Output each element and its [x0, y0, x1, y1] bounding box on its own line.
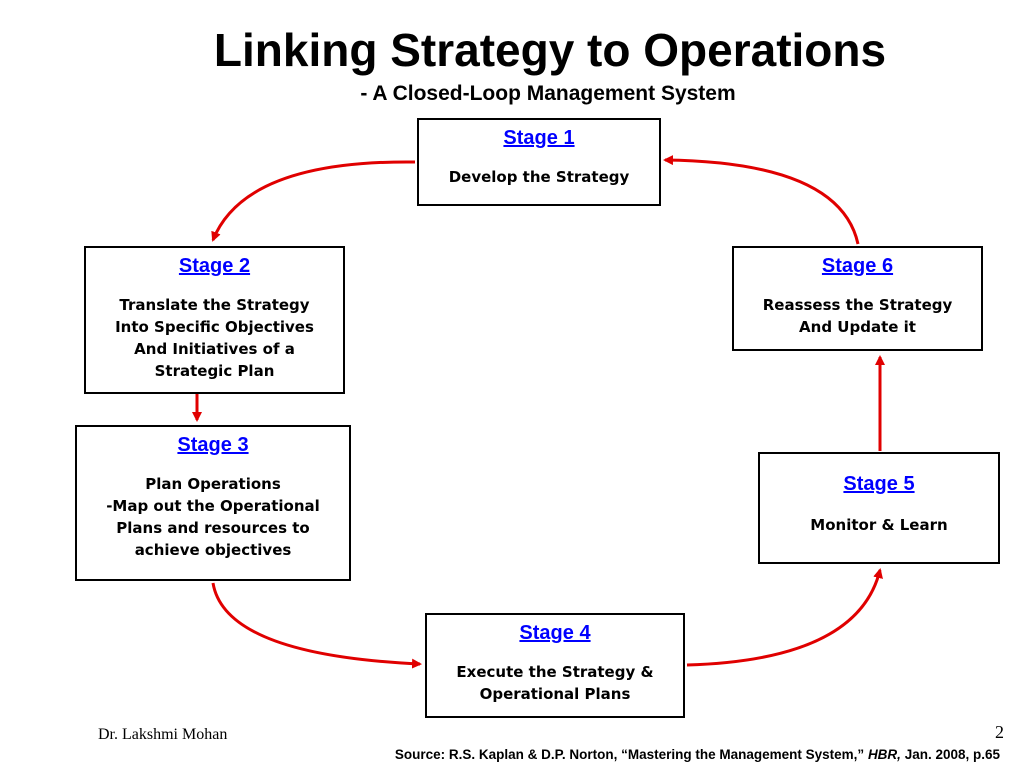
stage-4-description: Execute the Strategy & Operational Plans — [456, 663, 654, 703]
stage-5-title[interactable]: Stage 5 — [843, 473, 915, 495]
source-citation-suffix: Jan. 2008, p.65 — [900, 747, 1000, 762]
page-number: 2 — [995, 722, 1004, 742]
stage-5-box: Stage 5 Monitor & Learn — [758, 452, 1000, 564]
source-citation-prefix: Source: R.S. Kaplan & D.P. Norton, “Mast… — [394, 747, 868, 762]
arrow-stage-3-to-stage-4 — [211, 582, 422, 669]
stage-3-description: Plan Operations -Map out the Operational… — [106, 475, 320, 559]
slide-title: Linking Strategy to Operations — [213, 24, 887, 76]
stage-5-description: Monitor & Learn — [810, 516, 948, 534]
source-citation-journal: HBR, — [867, 747, 901, 762]
stage-6-box: Stage 6 Reassess the Strategy And Update… — [732, 246, 983, 351]
arrow-stage-4-to-stage-5 — [686, 568, 883, 667]
stage-1-box: Stage 1 Develop the Strategy — [417, 118, 661, 206]
stage-3-box: Stage 3 Plan Operations -Map out the Ope… — [75, 425, 351, 581]
stage-1-description: Develop the Strategy — [448, 168, 630, 186]
stage-4-title[interactable]: Stage 4 — [519, 622, 591, 644]
author-name: Dr. Lakshmi Mohan — [98, 726, 228, 743]
stage-3-title[interactable]: Stage 3 — [177, 434, 249, 456]
arrow-stage-1-to-stage-2 — [211, 160, 416, 242]
arrow-stage-6-to-stage-1 — [663, 155, 860, 245]
slide-subtitle: - A Closed-Loop Management System — [360, 82, 736, 105]
stage-6-description: Reassess the Strategy And Update it — [762, 296, 953, 336]
stage-4-box: Stage 4 Execute the Strategy & Operation… — [425, 613, 685, 718]
stage-2-box: Stage 2 Translate the Strategy Into Spec… — [84, 246, 345, 394]
source-citation: Source: R.S. Kaplan & D.P. Norton, “Mast… — [395, 746, 1000, 764]
stage-2-description: Translate the Strategy Into Specific Obj… — [115, 296, 314, 380]
stage-1-title[interactable]: Stage 1 — [503, 127, 575, 149]
stage-6-title[interactable]: Stage 6 — [821, 255, 894, 277]
stage-2-title[interactable]: Stage 2 — [178, 255, 251, 277]
